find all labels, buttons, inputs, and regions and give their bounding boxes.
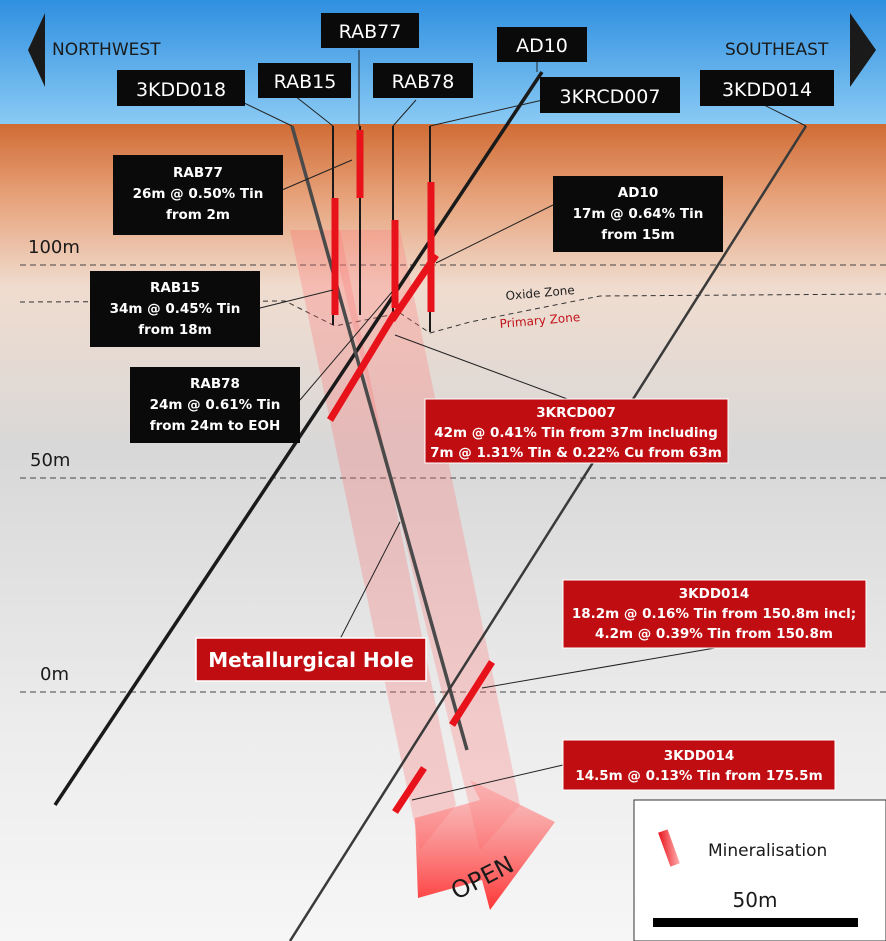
direction-northwest: NORTHWEST [52,40,161,60]
mineralisation-intervals [327,130,495,814]
annotation-3kdd014-upper-line1: 3KDD014 [679,586,749,602]
annotation-3krcd007-line3: 7m @ 1.31% Tin & 0.22% Cu from 63m [430,445,722,461]
mineralisation-swatch [658,829,680,867]
annotation-rab77 [113,155,283,235]
oxide-primary-boundary [19,293,886,334]
open-arrow [415,780,555,910]
label-box-ad10 [497,27,587,62]
direction-southeast: SOUTHEAST [725,40,829,60]
annotation-ad10 [553,176,723,252]
label-box-3krcd007 [540,77,680,113]
annotation-ad10-line3: from 15m [601,227,674,243]
hole-label-3kdd018: 3KDD018 [136,79,226,101]
label-box-3kdd018 [117,70,245,106]
hole-label-rab77: RAB77 [339,21,402,43]
hole-label-3krcd007: 3KRCD007 [560,86,661,108]
annotation-3krcd007-line1: 3KRCD007 [536,405,616,421]
annotation-3kdd014-lower [562,739,836,791]
annotation-3kdd014-upper [562,579,867,649]
label-box-3kdd014 [700,70,834,106]
annotation-rab15 [90,271,260,347]
annotation-rab15-line1: RAB15 [150,280,200,296]
elevation-label-0: 0m [40,664,69,685]
annotation-3kdd014-upper-line3: 4.2m @ 0.39% Tin from 150.8m [595,626,833,642]
annotation-rab77-line1: RAB77 [173,165,223,181]
leader-lines [237,50,807,801]
annotation-3kdd014-lower-line1: 3KDD014 [664,748,734,764]
hole-label-3kdd014: 3KDD014 [722,79,812,101]
annotation-ad10-line1: AD10 [618,185,658,201]
scale-bar-label: 50m [733,888,778,912]
legend-mineralisation-label: Mineralisation [708,841,827,861]
metallurgical-hole-label: Metallurgical Hole [208,648,414,672]
annotation-3krcd007-line2: 42m @ 0.41% Tin from 37m including [434,425,718,441]
label-box-rab78 [373,63,473,98]
drillhole-3kdd014-trace [288,125,808,941]
metallurgical-shaded-band [290,230,456,850]
annotation-rab78-line2: 24m @ 0.61% Tin [150,397,281,413]
mineralisation-3kdd014-lower [392,766,427,814]
annotation-rab15-line2: 34m @ 0.45% Tin [110,301,241,317]
mineralisation-3kdd014-upper [449,660,495,727]
hole-label-rab78: RAB78 [392,71,455,93]
hole-label-rab15: RAB15 [274,71,337,93]
annotation-rab78-line3: from 24m to EOH [150,418,281,434]
label-box-rab15 [258,63,351,98]
annotation-3krcd007 [424,398,729,464]
metallurgical-hole-box [195,637,427,682]
northwest-arrow-icon [28,13,45,87]
annotation-rab78-line1: RAB78 [190,376,240,392]
legend-box [633,799,886,941]
mineralisation-3krcd007-upper [389,253,439,322]
annotation-rab15-line3: from 18m [138,322,211,338]
southeast-arrow-icon [850,13,876,87]
label-box-rab77 [321,13,419,48]
elevation-label-100: 100m [28,237,80,258]
annotation-rab77-line2: 26m @ 0.50% Tin [133,186,264,202]
oxide-zone-label: Oxide Zone [505,283,575,303]
annotation-rab78 [130,367,300,443]
annotation-ad10-line2: 17m @ 0.64% Tin [573,206,704,222]
mineralisation-3krcd007-lower [327,311,398,422]
annotation-rab77-line3: from 2m [166,207,230,223]
scale-bar [653,918,858,927]
drillhole-3kdd018-trace [290,125,469,751]
annotation-3kdd014-upper-line2: 18.2m @ 0.16% Tin from 150.8m incl; [572,606,856,622]
elevation-label-50: 50m [30,450,70,471]
hole-label-ad10: AD10 [516,35,568,57]
annotation-3kdd014-lower-line2: 14.5m @ 0.13% Tin from 175.5m [575,768,822,784]
